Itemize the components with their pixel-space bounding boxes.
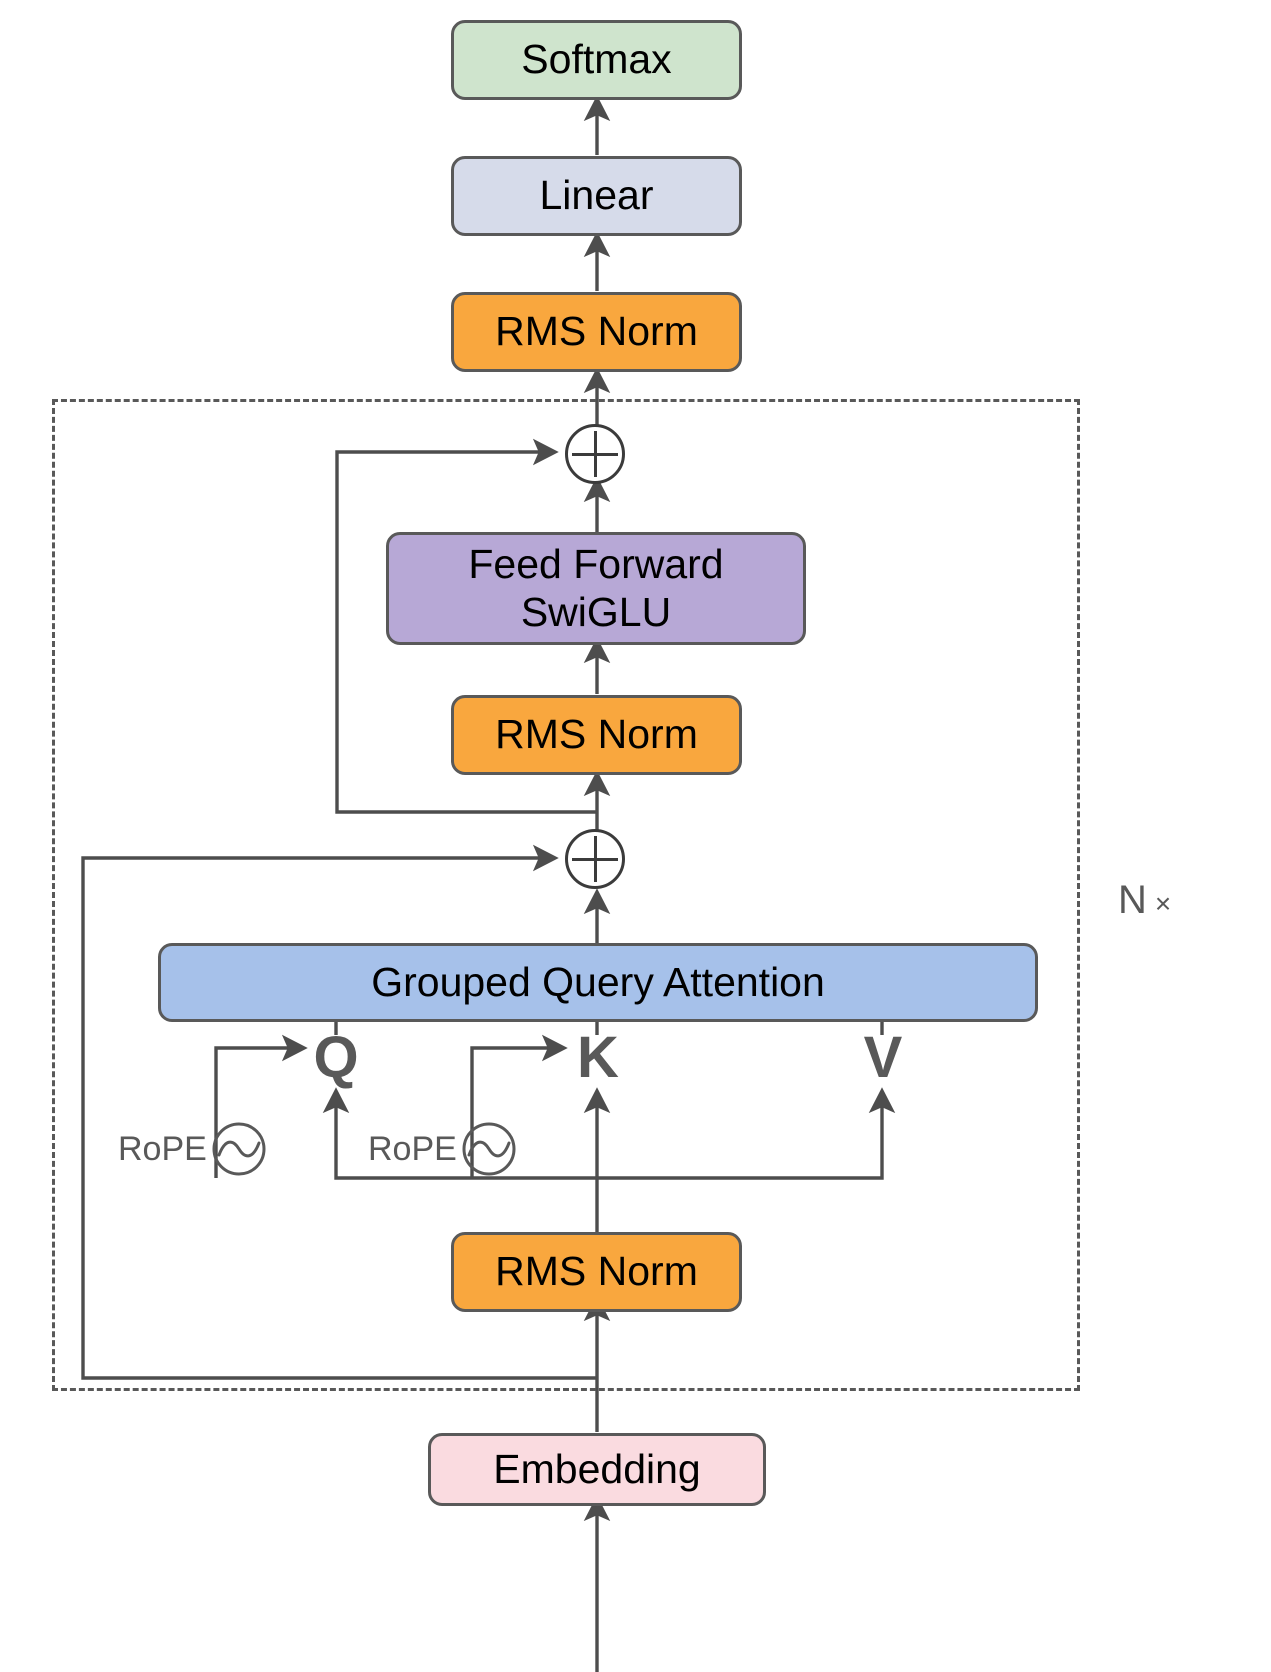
repeated-block-boundary [52,399,1080,1391]
label-query-text: Q [313,1024,359,1090]
node-linear[interactable]: Linear [451,156,742,236]
label-value-text: V [863,1024,903,1090]
node-embedding[interactable]: Embedding [428,1433,766,1506]
sine-wave-circle-icon [461,1121,517,1177]
node-linear-label: Linear [539,172,654,219]
node-feed-forward-swiglu-label: Feed Forward SwiGLU [468,541,724,635]
multiply-sign: × [1154,888,1172,919]
rope-key-label: RoPE [368,1129,457,1168]
node-rms-norm-attention-label: RMS Norm [495,1248,698,1295]
node-rms-norm-ffn[interactable]: RMS Norm [451,695,742,775]
node-softmax[interactable]: Softmax [451,20,742,100]
label-key: K [562,1024,634,1090]
rope-key[interactable]: RoPE [368,1118,546,1180]
residual-add-feedforward[interactable] [565,424,625,484]
node-rms-norm-final[interactable]: RMS Norm [451,292,742,372]
sine-wave-circle-icon [211,1121,267,1177]
label-query: Q [300,1024,372,1090]
residual-add-attention[interactable] [565,829,625,889]
node-softmax-label: Softmax [521,36,672,83]
label-key-text: K [577,1024,619,1090]
node-feed-forward-swiglu[interactable]: Feed Forward SwiGLU [386,532,806,645]
node-grouped-query-attention-label: Grouped Query Attention [371,958,825,1005]
node-embedding-label: Embedding [493,1445,701,1492]
node-rms-norm-attention[interactable]: RMS Norm [451,1232,742,1312]
repeat-count-label: N × [1118,878,1171,923]
node-grouped-query-attention[interactable]: Grouped Query Attention [158,943,1038,1022]
node-rms-norm-ffn-label: RMS Norm [495,711,698,758]
repeat-count-value: N [1118,878,1147,922]
rope-query[interactable]: RoPE [118,1118,296,1180]
rope-query-label: RoPE [118,1129,207,1168]
label-value: V [847,1024,919,1090]
node-rms-norm-final-label: RMS Norm [495,308,698,355]
